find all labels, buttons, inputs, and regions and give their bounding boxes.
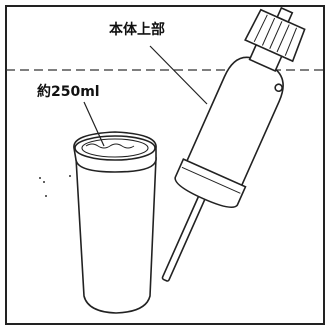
bottle-upper-part-label: 本体上部 [108,22,166,38]
leader-line-bottle [149,45,208,105]
stray-marks [39,175,71,197]
cup-volume-label: 約250ml [36,84,101,100]
panel-frame [5,5,325,325]
bottle [161,6,306,282]
cup [73,131,157,314]
leader-line-volume [83,101,105,147]
